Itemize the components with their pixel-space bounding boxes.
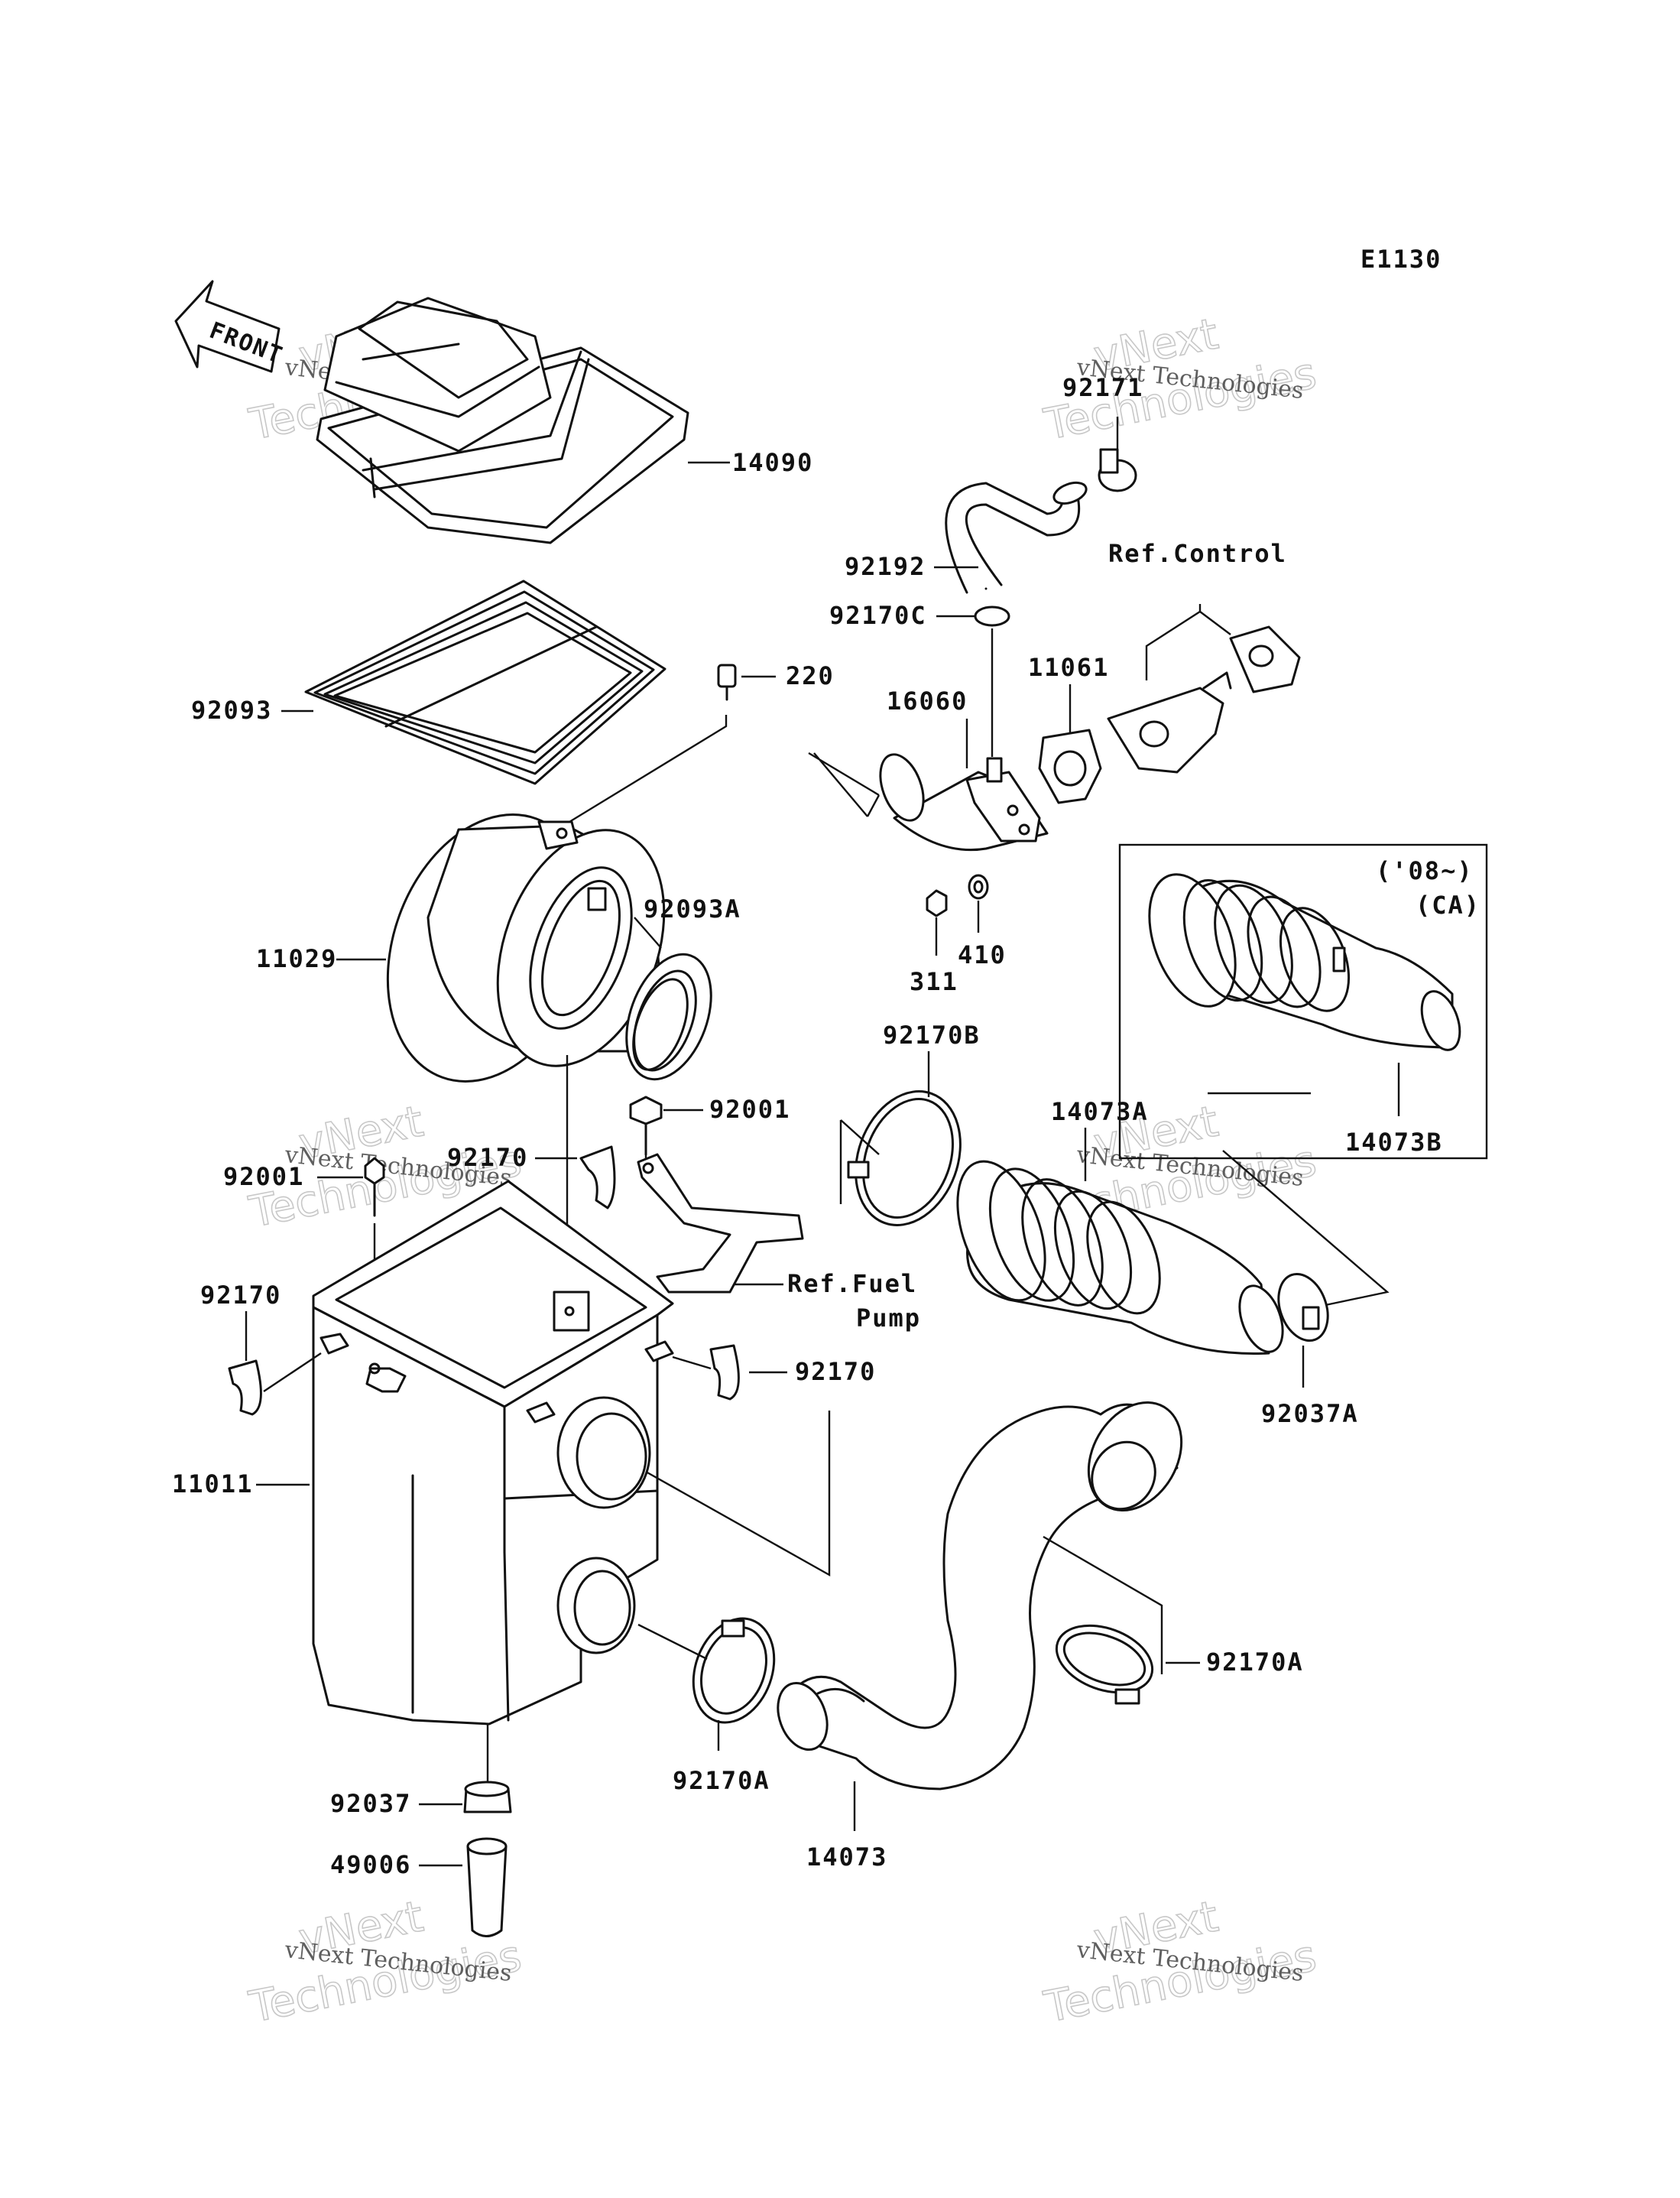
callout-92170C: 92170C: [829, 601, 927, 630]
callout-92170-right: 92170: [795, 1357, 876, 1386]
inlet-duct-14073A-part: [956, 1160, 1284, 1355]
callout-92001-left: 92001: [223, 1162, 304, 1191]
callout-311: 311: [910, 967, 958, 996]
year-range-label: ('08~): [1376, 856, 1474, 885]
intake-holder-part: [808, 752, 1049, 852]
callout-14090: 14090: [732, 448, 813, 477]
clip-92170-mid-part: [579, 1145, 616, 1209]
callout-11029: 11029: [256, 944, 337, 973]
nut-311-part: [926, 889, 948, 917]
clamp-92171-part: [1098, 448, 1137, 492]
callout-92170B: 92170B: [883, 1021, 981, 1050]
callout-410: 410: [958, 940, 1007, 969]
air-box-cover-part: [316, 297, 689, 544]
fuel-pump-bracket-part: [637, 1153, 804, 1294]
bolt-92001-top-part: [629, 1096, 663, 1156]
callout-92170-mid: 92170: [447, 1143, 528, 1172]
callout-14073: 14073: [806, 1842, 887, 1872]
drain-tube-part: [466, 1837, 508, 1937]
breather-hose-part: [945, 481, 1088, 594]
bolt-92001-left-part: [364, 1157, 385, 1217]
ca-inset-box: ('08~) (CA) 14073B: [1118, 843, 1488, 1160]
callout-92192: 92192: [845, 552, 926, 581]
callout-92037A: 92037A: [1261, 1399, 1359, 1428]
clip-92170-right-part: [709, 1344, 740, 1401]
control-bracket-part: [1107, 625, 1301, 774]
diagram-code: E1130: [1361, 245, 1442, 274]
inlet-duct-ca-part: [1148, 873, 1461, 1051]
callout-92171: 92171: [1062, 373, 1143, 402]
ref-fuel-label-line1: Ref.Fuel: [787, 1269, 917, 1298]
ref-fuel-label-line2: Pump: [856, 1304, 921, 1333]
callout-92093A: 92093A: [644, 894, 741, 924]
callout-92170A-bottom: 92170A: [673, 1766, 770, 1795]
callout-92170A-right: 92170A: [1206, 1648, 1304, 1677]
ref-control-label: Ref.Control: [1108, 539, 1287, 568]
front-arrow-icon: FRONT: [174, 280, 287, 373]
air-box-case-part: [312, 1180, 674, 1726]
callout-14073A: 14073A: [1051, 1097, 1149, 1126]
air-filter-part: [386, 813, 666, 1083]
screw-220-part: [717, 664, 737, 701]
clamp-92170C-part: [974, 606, 1010, 627]
holder-gasket-part: [1038, 729, 1102, 804]
gasket-part: [304, 580, 666, 785]
callout-92170-left: 92170: [200, 1281, 281, 1310]
callout-92037: 92037: [330, 1789, 411, 1818]
callout-11061: 11061: [1028, 653, 1109, 682]
callout-49006: 49006: [330, 1850, 411, 1879]
callout-92093: 92093: [191, 696, 272, 725]
callout-220: 220: [786, 661, 835, 690]
clamp-92170A-bottom-part: [692, 1617, 776, 1724]
clamp-92037-part: [463, 1781, 512, 1813]
washer-410-part: [968, 874, 989, 900]
clamp-92037A-part: [1277, 1272, 1329, 1343]
main-duct-14073-part: [777, 1401, 1183, 1791]
clip-92170-left-part: [228, 1359, 262, 1416]
callout-14073B: 14073B: [1345, 1128, 1443, 1157]
clamp-92170A-right-part: [1055, 1624, 1154, 1705]
region-label: (CA): [1416, 891, 1481, 920]
callout-92001-top: 92001: [709, 1095, 790, 1124]
callout-16060: 16060: [887, 687, 968, 716]
filter-ring-part: [625, 953, 712, 1081]
callout-11011: 11011: [172, 1469, 253, 1498]
